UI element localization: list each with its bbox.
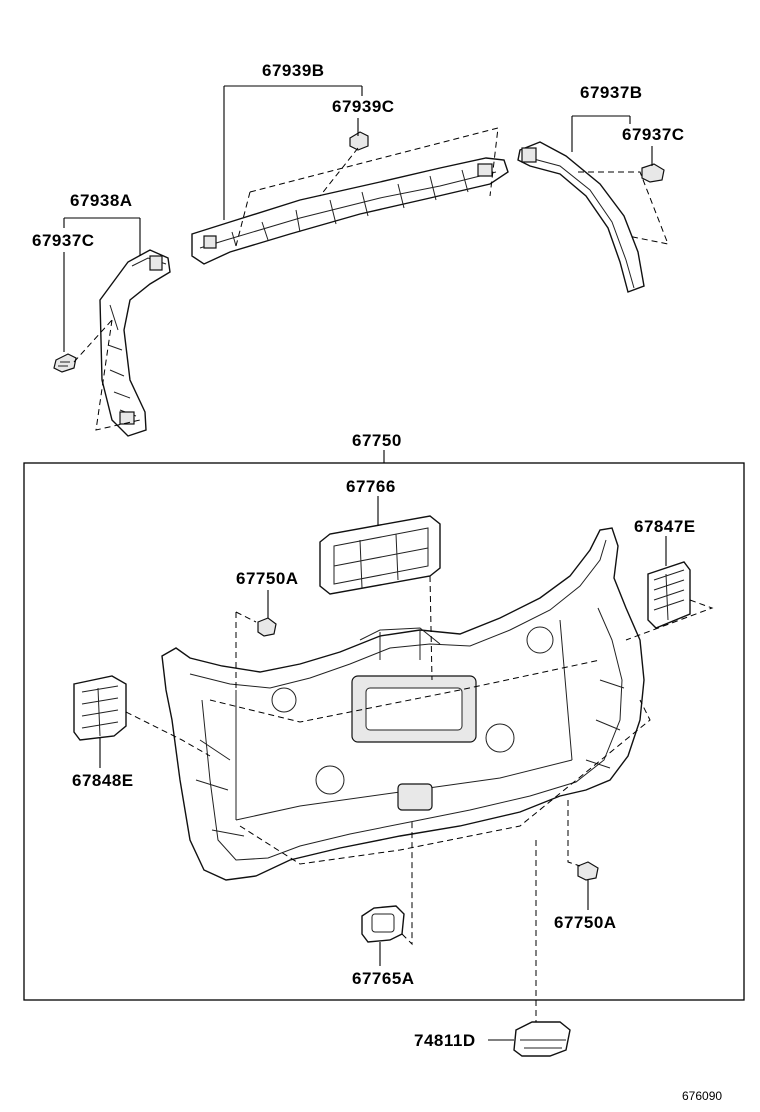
cover-67848E-part [73, 675, 127, 741]
handle-cover-67766-part [319, 515, 441, 595]
label-67766: 67766 [346, 477, 396, 496]
figure-number: 676090 [682, 1089, 722, 1103]
dash-67847E [625, 599, 714, 641]
handle-67765A-part [361, 905, 405, 943]
clip-67937C-left [53, 353, 77, 373]
label-67750: 67750 [352, 431, 402, 450]
side-garnish-left-part [99, 249, 171, 437]
leader-67939B [223, 85, 363, 220]
back-door-upper-garnish-part [191, 157, 509, 265]
dash-left-garnish-a [73, 319, 141, 431]
dash-67750A-upper [235, 611, 257, 690]
side-garnish-right-part [517, 141, 645, 293]
label-67939C: 67939C [332, 97, 395, 116]
label-74811D: 74811D [414, 1031, 476, 1050]
label-67937C-left: 67937C [32, 231, 95, 250]
clip-67939C [349, 131, 369, 151]
clip-67937C-right [641, 163, 665, 183]
clip-67750A-upper [257, 617, 277, 637]
label-67848E: 67848E [72, 771, 134, 790]
label-67765A: 67765A [352, 969, 415, 988]
dash-67766 [429, 575, 433, 681]
dash-lower-outline [209, 659, 651, 865]
clip-67750A-lower [577, 861, 599, 881]
dash-67765A [401, 820, 413, 946]
label-67938A: 67938A [70, 191, 133, 210]
label-67937C-right: 67937C [622, 125, 685, 144]
leader-67937B [571, 115, 631, 152]
label-67750A-lower: 67750A [554, 913, 617, 932]
leader-67938A [63, 217, 141, 256]
dash-right-garnish [578, 171, 669, 245]
cap-74811D-part [513, 1021, 571, 1057]
dash-67750A-lower [567, 800, 581, 867]
label-67939B: 67939B [262, 61, 325, 80]
label-67750A-upper: 67750A [236, 569, 299, 588]
label-67937B: 67937B [580, 83, 643, 102]
dash-67848E [125, 711, 211, 757]
label-67847E: 67847E [634, 517, 696, 536]
cover-67847E-part [647, 561, 691, 629]
dash-center-garnish [235, 127, 499, 247]
